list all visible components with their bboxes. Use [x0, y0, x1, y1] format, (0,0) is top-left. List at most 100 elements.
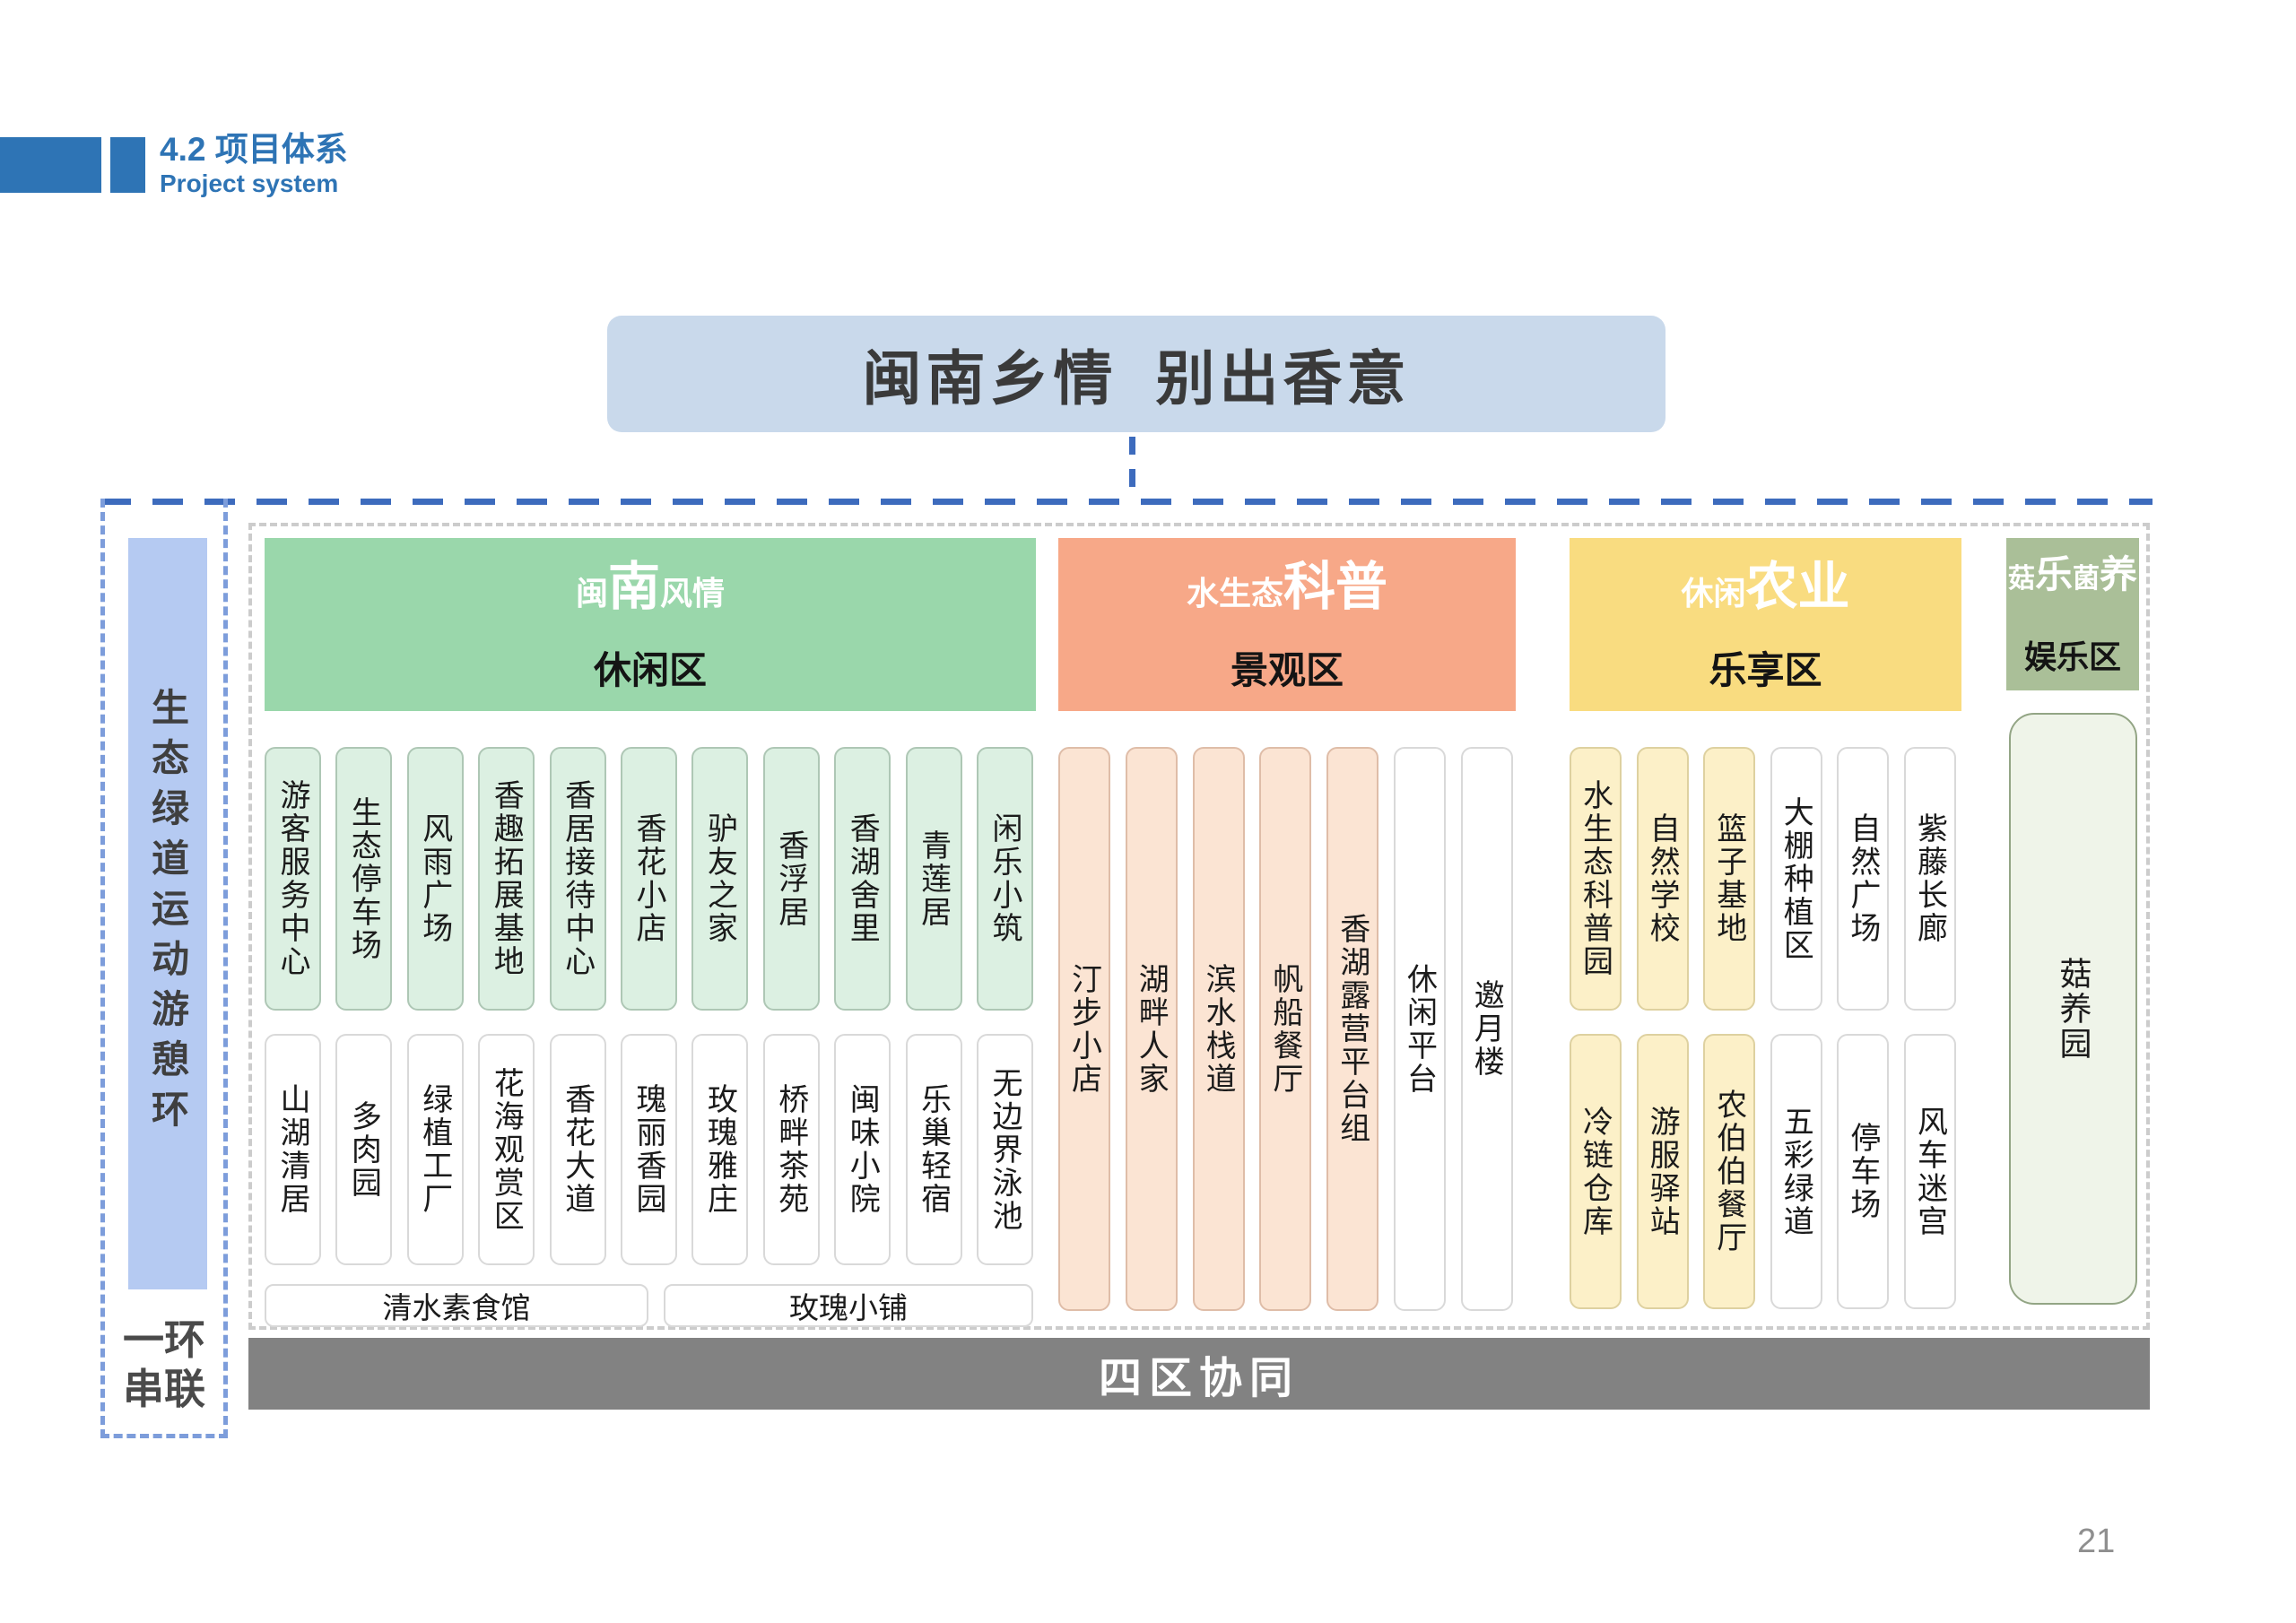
page-number: 21 — [2077, 1523, 2116, 1560]
facility-label: 帆船餐厅 — [1267, 962, 1302, 1096]
facility-label: 菇养园 — [2055, 956, 2092, 1062]
top-dashed-line — [100, 499, 2152, 505]
kicker-accent-bar — [0, 137, 101, 193]
facility-label: 香湖露营平台组 — [1335, 913, 1370, 1145]
section-title-part: 科普 — [1283, 558, 1388, 616]
facility-cell: 闲乐小筑 — [977, 747, 1033, 1011]
facility-label: 紫藤长廊 — [1912, 812, 1947, 945]
section-header-mushroom: 菇乐菌养娱乐区 — [2006, 538, 2139, 690]
facility-label: 邀月楼 — [1469, 979, 1504, 1079]
section-title-part: 南 — [607, 558, 660, 616]
section-title-part: 菌 — [2073, 564, 2100, 594]
section-title-part: 闽 — [575, 575, 608, 612]
facility-cell: 香湖舍里 — [834, 747, 891, 1011]
facility-label: 绿植工厂 — [417, 1083, 452, 1216]
facility-cell: 山湖清居 — [265, 1034, 321, 1265]
section-title: 闽南风情 — [576, 561, 725, 613]
facility-cell: 香花大道 — [549, 1034, 606, 1265]
facility-cell: 闽味小院 — [834, 1034, 891, 1265]
facility-label: 游服驿站 — [1645, 1105, 1680, 1238]
section-zone-label: 景观区 — [1230, 649, 1344, 691]
section-title: 水生态科普 — [1187, 561, 1387, 613]
main-title: 闽南乡情 别出香意 — [607, 316, 1665, 432]
section-title-part: 风情 — [660, 575, 726, 612]
facility-cell: 休闲平台 — [1394, 747, 1446, 1311]
facility-label: 风雨广场 — [417, 812, 452, 945]
facility-label: 香花小店 — [631, 812, 665, 945]
facility-label: 水生态科普园 — [1578, 779, 1613, 978]
section-title: 菇乐菌养 — [2008, 556, 2137, 594]
facility-cell: 汀步小店 — [1058, 747, 1110, 1311]
facility-cell: 驴友之家 — [691, 747, 749, 1011]
facility-cell: 桥畔茶苑 — [762, 1034, 820, 1265]
facility-label: 玫瑰雅庄 — [702, 1083, 737, 1216]
facility-cell: 游客服务中心 — [265, 747, 321, 1011]
facility-label: 篮子基地 — [1711, 812, 1746, 945]
facility-cell: 游服驿站 — [1636, 1034, 1689, 1309]
title-connector-dashed-line — [1129, 437, 1135, 499]
facility-cell: 五彩绿道 — [1770, 1034, 1822, 1309]
section-zone-label: 乐享区 — [1709, 649, 1822, 691]
greenway-ring-rail: 生态绿道运动游憩环 一环 串联 — [100, 499, 228, 1438]
facility-label: 自然学校 — [1645, 812, 1680, 945]
facility-cell: 香趣拓展基地 — [478, 747, 535, 1011]
facility-cell: 冷链仓库 — [1570, 1034, 1622, 1309]
greenway-ring-bar: 生态绿道运动游憩环 — [128, 538, 207, 1289]
facility-cell: 无边界泳池 — [977, 1034, 1033, 1265]
facility-label: 闲乐小筑 — [987, 812, 1022, 945]
section-title-part: 休闲 — [1681, 575, 1746, 612]
facility-label: 青莲居 — [916, 829, 951, 929]
facility-cell: 绿植工厂 — [406, 1034, 464, 1265]
greenway-ring-label: 生态绿道运动游憩环 — [146, 688, 189, 1140]
facility-label: 汀步小店 — [1066, 962, 1101, 1096]
section-zone-label: 娱乐区 — [2023, 638, 2121, 675]
facility-cell: 青莲居 — [905, 747, 962, 1011]
section-title-part: 乐 — [2034, 553, 2073, 595]
facility-label: 乐巢轻宿 — [916, 1083, 951, 1216]
facility-label: 清水素食馆 — [382, 1291, 531, 1324]
facility-cell: 香花小店 — [621, 747, 677, 1011]
facility-cell: 乐巢轻宿 — [905, 1034, 962, 1265]
facility-cell: 邀月楼 — [1460, 747, 1513, 1311]
facility-wide-box: 玫瑰小铺 — [664, 1284, 1033, 1327]
facility-cell: 农伯伯餐厅 — [1703, 1034, 1756, 1309]
facility-label: 桥畔茶苑 — [773, 1083, 808, 1216]
facility-label: 花海观赏区 — [489, 1066, 524, 1233]
facility-label: 瑰丽香园 — [631, 1083, 665, 1216]
facility-label: 玫瑰小铺 — [789, 1291, 908, 1324]
section-header-minnan: 闽南风情休闲区 — [265, 538, 1036, 711]
facility-label: 驴友之家 — [702, 812, 737, 945]
facility-cell: 水生态科普园 — [1570, 747, 1622, 1011]
section-header-water: 水生态科普景观区 — [1058, 538, 1516, 711]
four-zone-synergy-bar: 四区协同 — [248, 1338, 2150, 1410]
section-title-part: 菇 — [2007, 564, 2035, 594]
facility-cell: 风车迷宫 — [1904, 1034, 1956, 1309]
facility-big-box: 菇养园 — [2009, 713, 2137, 1305]
facility-cell: 自然广场 — [1837, 747, 1890, 1011]
facility-label: 自然广场 — [1845, 812, 1880, 945]
section-subtitle-en: Project system — [160, 169, 339, 197]
section-title-part: 农业 — [1745, 558, 1850, 616]
facility-label: 冷链仓库 — [1578, 1105, 1613, 1238]
section-header-agri: 休闲农业乐享区 — [1570, 538, 1961, 711]
facility-label: 香浮居 — [773, 829, 808, 929]
section-title-part: 养 — [2100, 553, 2138, 595]
facility-cell: 湖畔人家 — [1125, 747, 1178, 1311]
facility-cell: 篮子基地 — [1703, 747, 1756, 1011]
facility-cell: 香湖露营平台组 — [1326, 747, 1379, 1311]
facility-cell: 滨水栈道 — [1192, 747, 1245, 1311]
facility-label: 闽味小院 — [845, 1083, 880, 1216]
facility-label: 无边界泳池 — [987, 1066, 1022, 1233]
facility-cell: 花海观赏区 — [478, 1034, 535, 1265]
facility-cell: 生态停车场 — [335, 747, 393, 1011]
facility-label: 香花大道 — [560, 1083, 595, 1216]
facility-label: 香湖舍里 — [845, 812, 880, 945]
facility-label: 农伯伯餐厅 — [1711, 1089, 1746, 1254]
facility-cell: 香浮居 — [762, 747, 820, 1011]
facility-cell: 大棚种植区 — [1770, 747, 1822, 1011]
facility-label: 香居接待中心 — [560, 779, 595, 978]
facility-cell: 风雨广场 — [406, 747, 464, 1011]
facility-label: 多肉园 — [346, 1099, 381, 1200]
kicker-accent-square — [110, 137, 145, 193]
facility-label: 湖畔人家 — [1134, 962, 1169, 1096]
